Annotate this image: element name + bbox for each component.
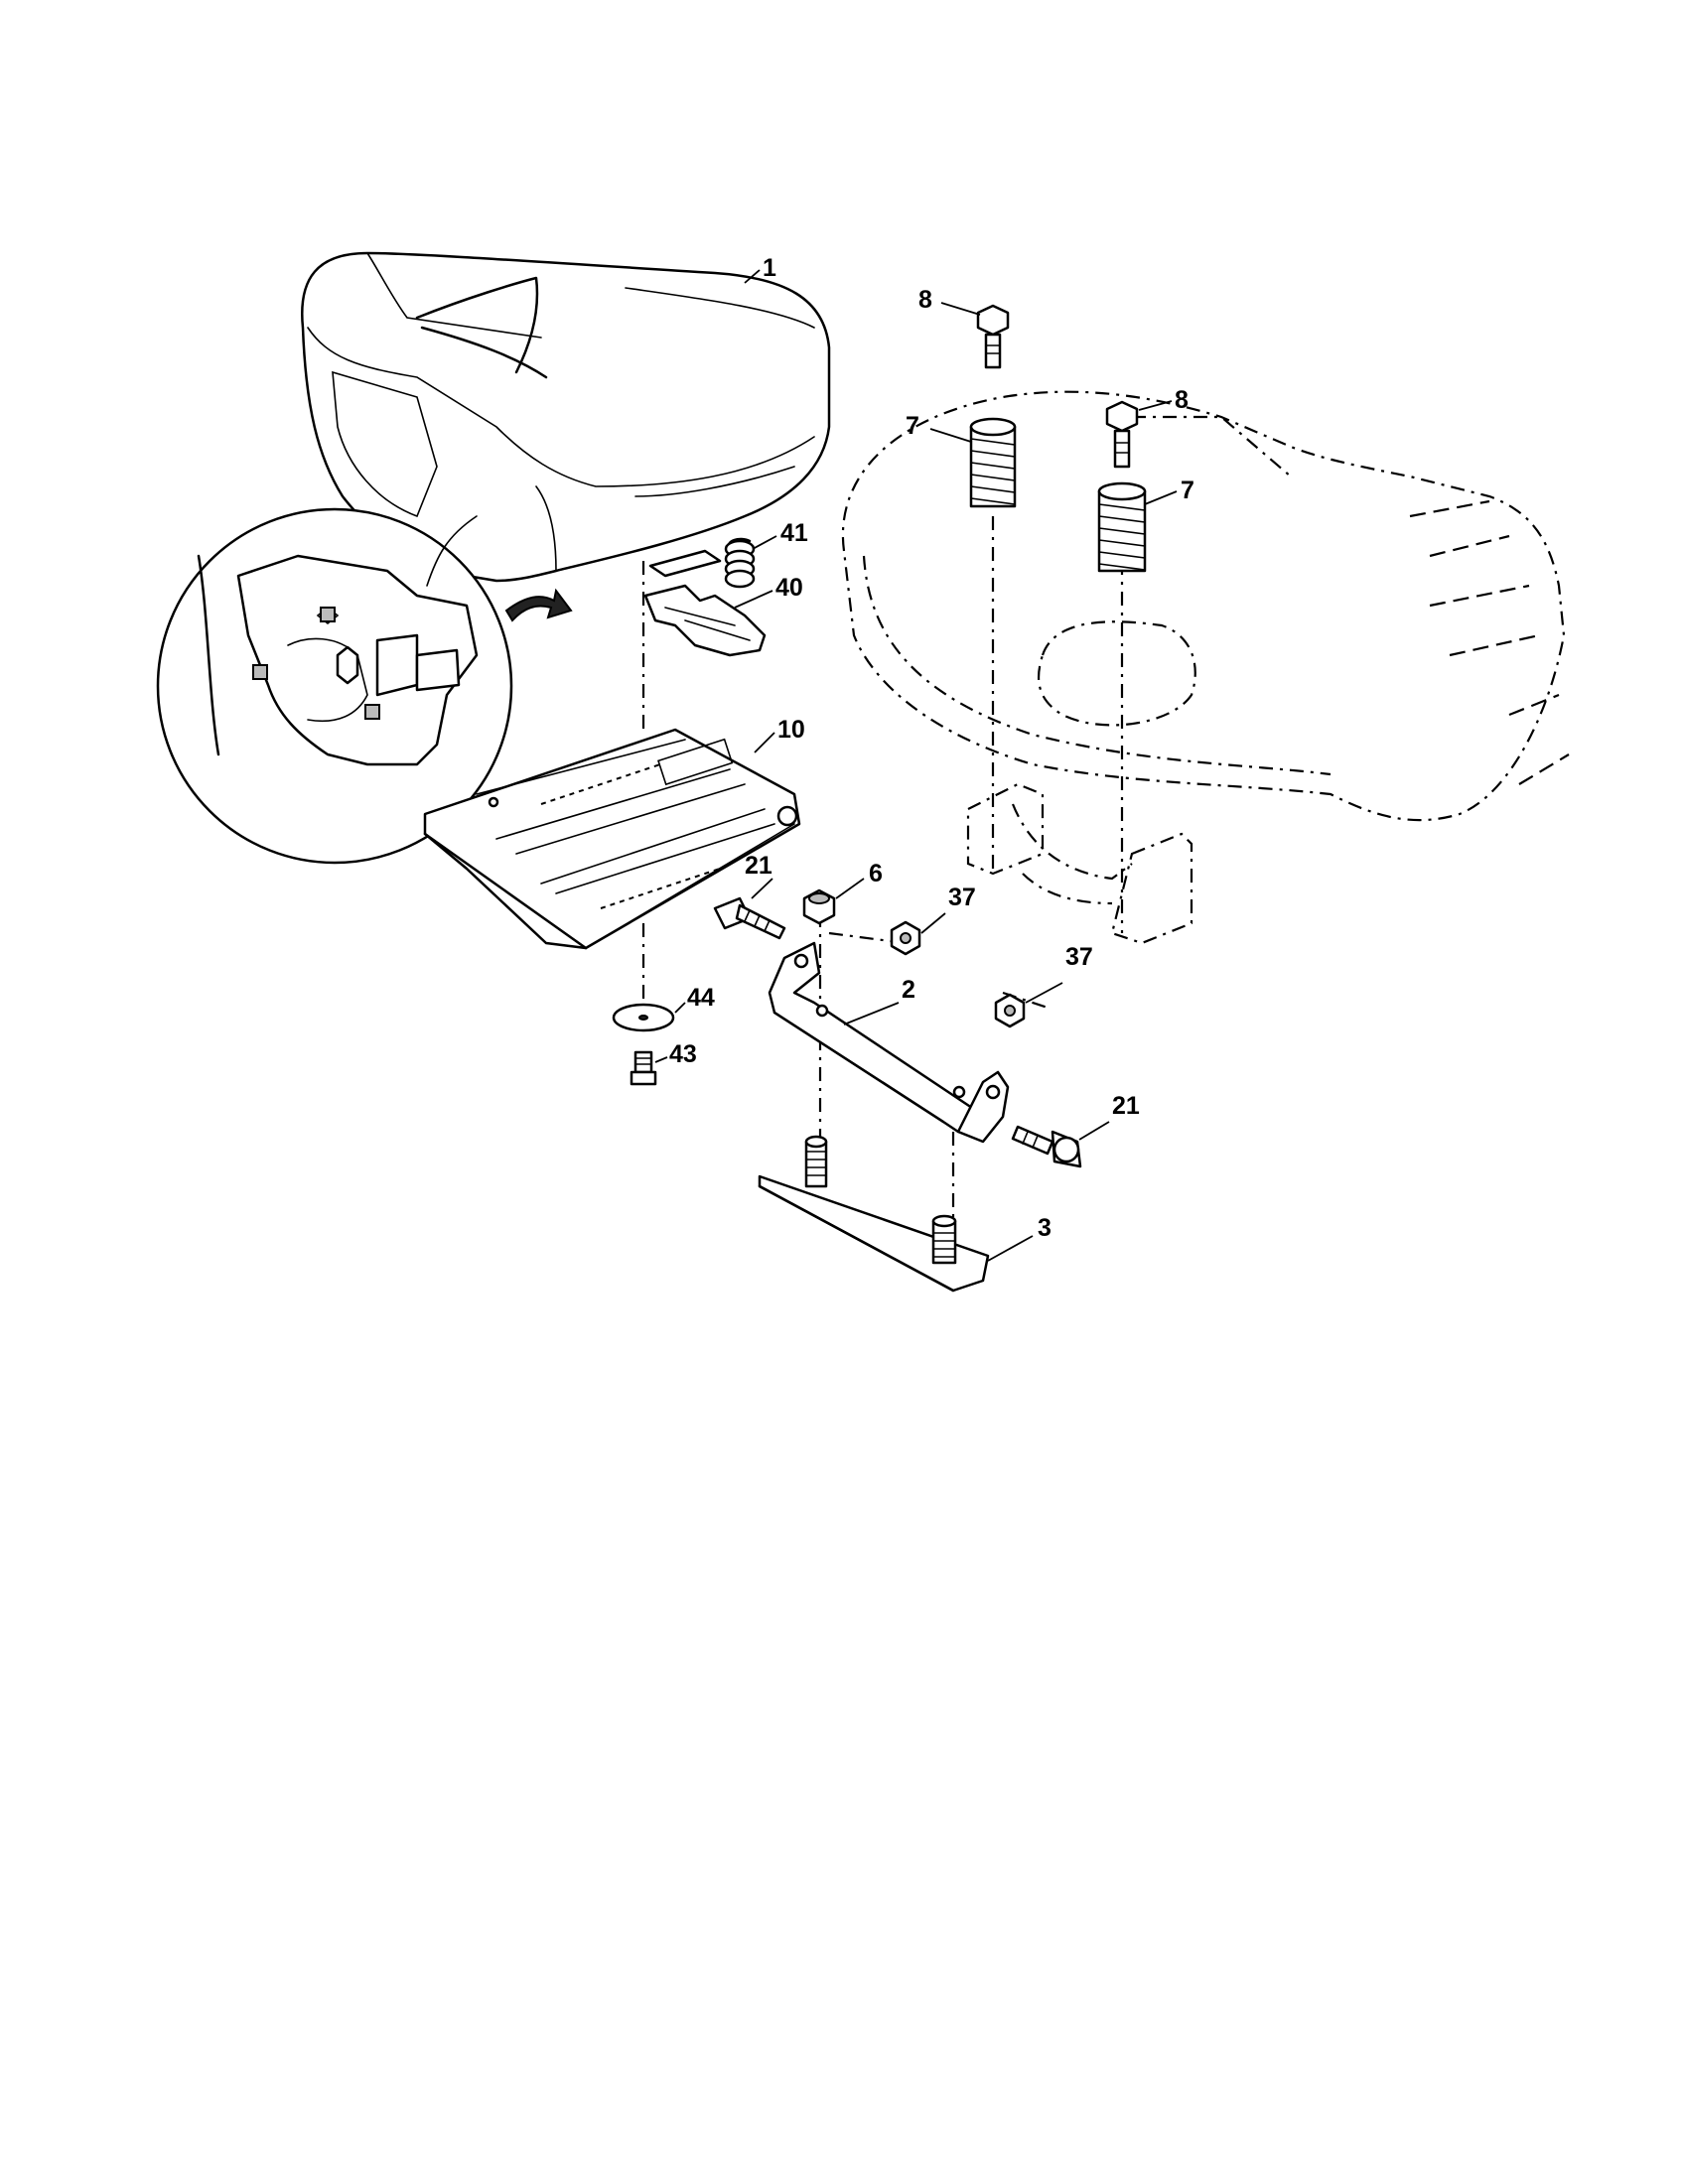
- callout-41: 41: [780, 519, 808, 547]
- seat: [301, 251, 831, 583]
- callout-labels: 1 8 8 7 7 41 40 10 21 6 37 37 2 44 43 21…: [669, 254, 1194, 1242]
- callout-2: 2: [902, 976, 915, 1004]
- callout-8-right: 8: [1175, 386, 1189, 414]
- callout-leaders: [654, 269, 1178, 1262]
- switch-bracket-40: [643, 584, 767, 657]
- bolt-8-right: [1105, 400, 1139, 469]
- base-plate-3: [758, 1135, 990, 1293]
- spring-7-right: [1097, 481, 1147, 573]
- callout-3: 3: [1038, 1214, 1052, 1242]
- seat-pan-10: [423, 728, 801, 950]
- callout-21-right: 21: [1112, 1092, 1140, 1120]
- shoulder-bolt-21-right: [1011, 1125, 1082, 1168]
- spring-7-left: [969, 417, 1017, 508]
- callout-8-left: 8: [918, 286, 932, 314]
- callout-7-left: 7: [906, 412, 919, 440]
- callout-21-left: 21: [745, 852, 772, 880]
- tractor-chassis-outline: [841, 390, 1570, 945]
- nut-37-lower: [994, 993, 1026, 1028]
- callout-7-right: 7: [1181, 477, 1194, 504]
- detail-view-circle: [156, 507, 573, 865]
- pivot-bracket-2: [768, 941, 1010, 1144]
- callout-44: 44: [687, 984, 715, 1012]
- callout-6: 6: [869, 860, 883, 887]
- callout-37-upper: 37: [948, 884, 976, 911]
- callout-37-lower: 37: [1065, 943, 1093, 971]
- washer-44: [612, 1003, 675, 1032]
- callout-10: 10: [777, 716, 805, 744]
- nut-6: [802, 888, 836, 925]
- callout-1: 1: [763, 254, 776, 282]
- bolt-43: [630, 1050, 657, 1086]
- callout-40: 40: [775, 574, 803, 602]
- seat-spring-41: [724, 537, 756, 589]
- nut-37-upper: [890, 920, 921, 956]
- callout-43: 43: [669, 1040, 697, 1068]
- bolt-8-left: [976, 304, 1010, 369]
- shoulder-bolt-21-left: [713, 896, 786, 940]
